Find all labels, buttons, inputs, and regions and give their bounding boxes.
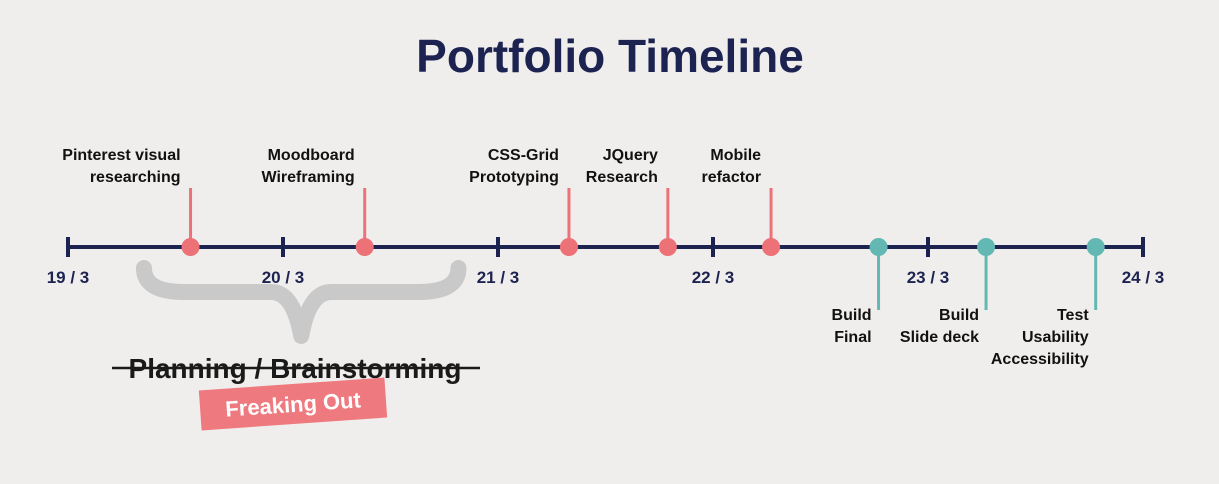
- event-label: Pinterest visual: [62, 147, 180, 164]
- event-label: Wireframing: [261, 169, 354, 186]
- event-label: Moodboard: [268, 147, 355, 164]
- event-marker: [559, 238, 578, 256]
- event-marker: [1086, 238, 1105, 256]
- tick-label: 21 / 3: [477, 268, 520, 287]
- page-title: Portfolio Timeline: [416, 30, 804, 82]
- event-label: CSS-Grid: [488, 147, 559, 164]
- event-marker: [762, 238, 781, 256]
- event-label: Test: [1057, 307, 1089, 324]
- event-label: Prototyping: [469, 169, 559, 186]
- phase-group: Planning / Brainstorming: [112, 353, 480, 384]
- event-label: Build: [832, 307, 872, 324]
- event-label: Research: [586, 169, 658, 186]
- timeline-events: Pinterest visual researching MoodboardWire…: [62, 147, 1105, 368]
- event-label: Slide deck: [900, 329, 979, 346]
- event-label: Accessibility: [991, 351, 1089, 368]
- tick-label: 19 / 3: [47, 268, 90, 287]
- event-above: Pinterest visual researching: [62, 147, 200, 256]
- sticker-background: [198, 377, 388, 431]
- event-above: Mobile refactor: [701, 147, 781, 256]
- freaking-out-sticker: Freaking Out: [198, 377, 388, 431]
- event-label: refactor: [701, 169, 761, 186]
- event-label: JQuery: [603, 147, 658, 164]
- tick-label: 23 / 3: [907, 268, 950, 287]
- event-marker: [355, 238, 374, 256]
- event-marker: [181, 238, 200, 256]
- event-marker: [658, 238, 677, 256]
- event-label: Final: [834, 329, 871, 346]
- tick-label: 20 / 3: [262, 268, 305, 287]
- tick-label: 22 / 3: [692, 268, 735, 287]
- event-label: Build: [939, 307, 979, 324]
- event-label: researching: [90, 169, 181, 186]
- event-marker: [869, 238, 888, 256]
- event-label: Mobile: [710, 147, 761, 164]
- phase-brace: [135, 260, 467, 344]
- event-marker: [977, 238, 996, 256]
- brace-path: [135, 260, 467, 344]
- tick-label: 24 / 3: [1122, 268, 1165, 287]
- timeline-axis: 19 / 3 20 / 3 21 / 3 22 / 3 23 / 3 24 / 3: [47, 237, 1165, 287]
- event-label: Usability: [1022, 329, 1089, 346]
